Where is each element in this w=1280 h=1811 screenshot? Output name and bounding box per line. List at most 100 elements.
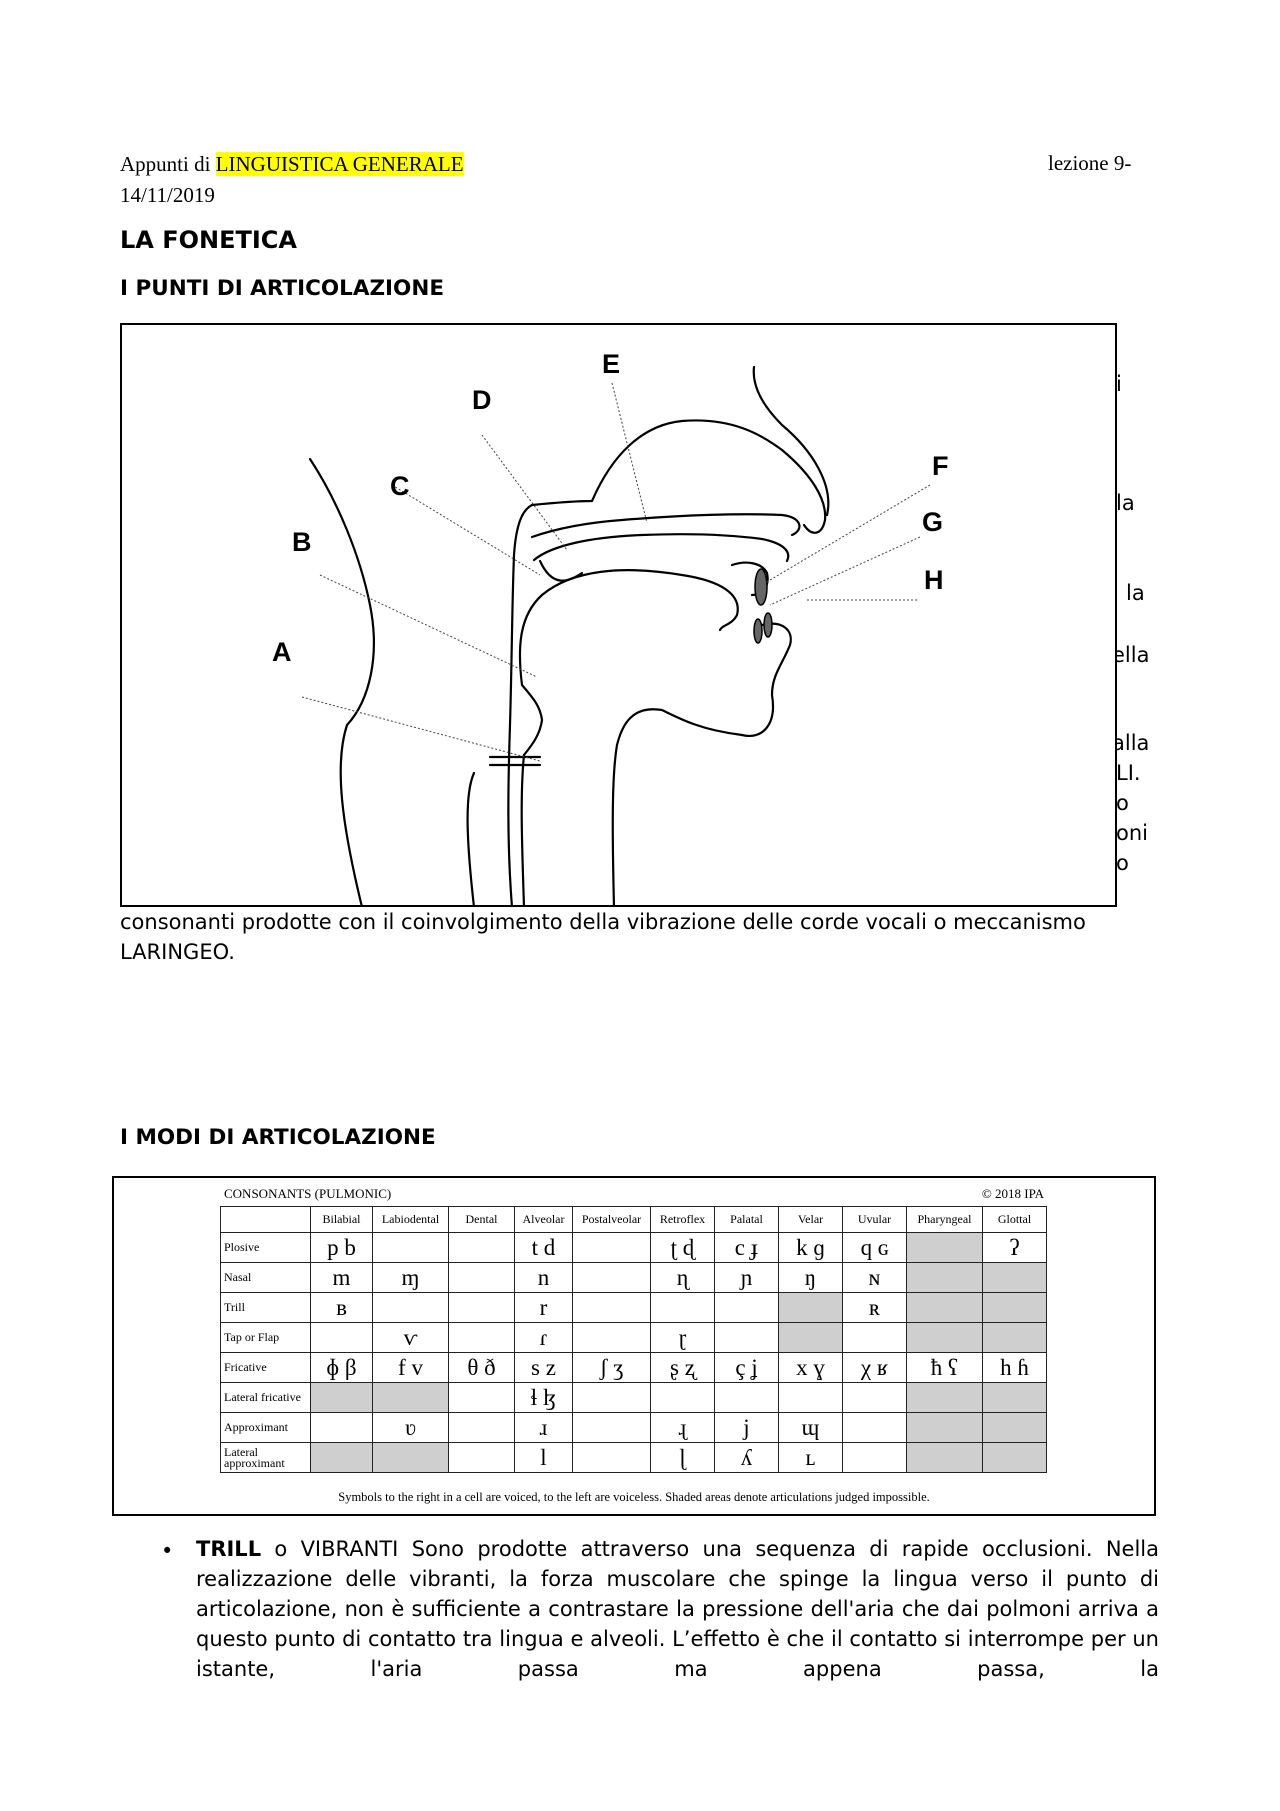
ipa-symbol-cell bbox=[906, 1412, 983, 1443]
ipa-symbol-cell: ʔ bbox=[982, 1232, 1047, 1263]
ipa-table: Bilabial Labiodental Dental Alveolar Pos… bbox=[220, 1206, 1047, 1473]
hidden-text-fragment: o bbox=[1116, 851, 1129, 875]
leader-b bbox=[319, 574, 538, 678]
ipa-row-header: Lateral fricative bbox=[220, 1382, 311, 1413]
hidden-text-fragment: la bbox=[1116, 491, 1135, 515]
ipa-symbol-cell: ɽ bbox=[650, 1322, 715, 1353]
ipa-col-header: Labiodental bbox=[372, 1206, 449, 1233]
vocal-tract-diagram: A B C D E F G H bbox=[120, 323, 1117, 907]
ipa-symbol-cell: ɱ bbox=[372, 1262, 449, 1293]
ipa-symbol-cell bbox=[906, 1262, 983, 1293]
ipa-symbol-cell bbox=[982, 1442, 1047, 1473]
ipa-symbol-cell bbox=[448, 1292, 515, 1323]
ipa-symbol-cell bbox=[572, 1232, 651, 1263]
ipa-symbol-cell: f v bbox=[372, 1352, 449, 1383]
ipa-col-header: Velar bbox=[778, 1206, 843, 1233]
ipa-symbol-cell: θ ð bbox=[448, 1352, 515, 1383]
ipa-symbol-cell: ʃ ʒ bbox=[572, 1352, 651, 1383]
label-e: E bbox=[602, 349, 620, 379]
section-heading-punti: I PUNTI DI ARTICOLAZIONE bbox=[120, 276, 445, 301]
ipa-chart-title: CONSONANTS (PULMONIC) bbox=[224, 1186, 392, 1201]
ipa-symbol-cell bbox=[906, 1442, 983, 1473]
ipa-symbol-cell: n bbox=[514, 1262, 573, 1293]
leader-e bbox=[611, 382, 648, 524]
ipa-symbol-cell: k ɡ bbox=[778, 1232, 843, 1263]
header-lesson: lezione 9- bbox=[1048, 151, 1132, 175]
ipa-symbol-cell: χ ʁ bbox=[842, 1352, 907, 1383]
ipa-symbol-cell bbox=[906, 1322, 983, 1353]
hidden-text-fragment: ella bbox=[1112, 643, 1150, 667]
hidden-text-fragment: la bbox=[1126, 581, 1145, 605]
ipa-row-header: Plosive bbox=[220, 1232, 311, 1263]
ipa-col-header: Glottal bbox=[982, 1206, 1047, 1233]
ipa-symbol-cell: ɴ bbox=[842, 1262, 907, 1293]
ipa-symbol-cell bbox=[650, 1382, 715, 1413]
ipa-row-header: Trill bbox=[220, 1292, 311, 1323]
hidden-text-fragment: LI. bbox=[1116, 761, 1141, 785]
ipa-header-row: Bilabial Labiodental Dental Alveolar Pos… bbox=[220, 1206, 1047, 1233]
vocal-tract-drawing: A B C D E F G H bbox=[272, 349, 949, 907]
palate-lower bbox=[532, 533, 790, 563]
hidden-text-fragment: o bbox=[1116, 791, 1129, 815]
ipa-col-header: Retroflex bbox=[650, 1206, 715, 1233]
ipa-symbol-cell bbox=[572, 1382, 651, 1413]
header-prefix: Appunti di bbox=[120, 152, 216, 176]
ipa-row-header: Fricative bbox=[220, 1352, 311, 1383]
ipa-symbol-cell bbox=[448, 1382, 515, 1413]
ipa-symbol-cell: ⱱ bbox=[372, 1322, 449, 1353]
ipa-symbol-cell bbox=[310, 1412, 373, 1443]
ipa-symbol-cell bbox=[842, 1322, 907, 1353]
ipa-symbol-cell: ɳ bbox=[650, 1262, 715, 1293]
nasal-cavity-top bbox=[530, 419, 827, 534]
pharynx-wall bbox=[507, 503, 534, 907]
ipa-symbol-cell: ʎ bbox=[714, 1442, 779, 1473]
upper-incisor bbox=[754, 568, 768, 606]
palate-upper bbox=[530, 513, 801, 539]
lower-incisor-2 bbox=[763, 612, 773, 638]
ipa-symbol-cell bbox=[448, 1262, 515, 1293]
ipa-symbol-cell: c ɟ bbox=[714, 1232, 779, 1263]
ipa-symbol-cell bbox=[572, 1292, 651, 1323]
ipa-symbol-cell: r bbox=[514, 1292, 573, 1323]
ipa-symbol-cell bbox=[982, 1322, 1047, 1353]
ipa-footnote: Symbols to the right in a cell are voice… bbox=[338, 1490, 930, 1504]
hidden-text-fragment: oni bbox=[1116, 821, 1148, 845]
ipa-row-header: Nasal bbox=[220, 1262, 311, 1293]
ipa-symbol-cell: ʋ bbox=[372, 1412, 449, 1443]
ipa-symbol-cell: ɭ bbox=[650, 1442, 715, 1473]
ipa-symbol-cell bbox=[714, 1292, 779, 1323]
ipa-symbol-cell bbox=[448, 1442, 515, 1473]
ipa-symbol-cell: t d bbox=[514, 1232, 573, 1263]
bullet-body-text: o VIBRANTI Sono prodotte attraverso una … bbox=[196, 1537, 1159, 1681]
ipa-symbol-cell: ʈ ɖ bbox=[650, 1232, 715, 1263]
label-a: A bbox=[272, 637, 292, 667]
header-left: Appunti di LINGUISTICA GENERALE bbox=[120, 151, 464, 178]
ipa-symbol-cell: ħ ʕ bbox=[906, 1352, 983, 1383]
ipa-symbol-cell bbox=[372, 1382, 449, 1413]
ipa-symbol-cell bbox=[572, 1442, 651, 1473]
leader-g bbox=[769, 536, 921, 606]
ipa-copyright: © 2018 IPA bbox=[981, 1186, 1044, 1201]
ipa-symbol-cell bbox=[310, 1322, 373, 1353]
ipa-symbol-cell bbox=[372, 1232, 449, 1263]
label-b: B bbox=[292, 527, 312, 557]
ipa-col-header: Uvular bbox=[842, 1206, 907, 1233]
ipa-symbol-cell bbox=[714, 1382, 779, 1413]
ipa-symbol-cell bbox=[310, 1442, 373, 1473]
ipa-symbol-cell: ʂ ʐ bbox=[650, 1352, 715, 1383]
ipa-col-header: Bilabial bbox=[310, 1206, 373, 1233]
ipa-symbol-cell bbox=[842, 1442, 907, 1473]
ipa-symbol-cell: ɻ bbox=[650, 1412, 715, 1443]
ipa-symbol-cell: ɹ bbox=[514, 1412, 573, 1443]
ipa-symbol-cell bbox=[842, 1412, 907, 1443]
ipa-symbol-cell bbox=[906, 1292, 983, 1323]
paragraph-laringeo: consonanti prodotte con il coinvolgiment… bbox=[120, 910, 1086, 964]
header-date: 14/11/2019 bbox=[120, 183, 215, 207]
